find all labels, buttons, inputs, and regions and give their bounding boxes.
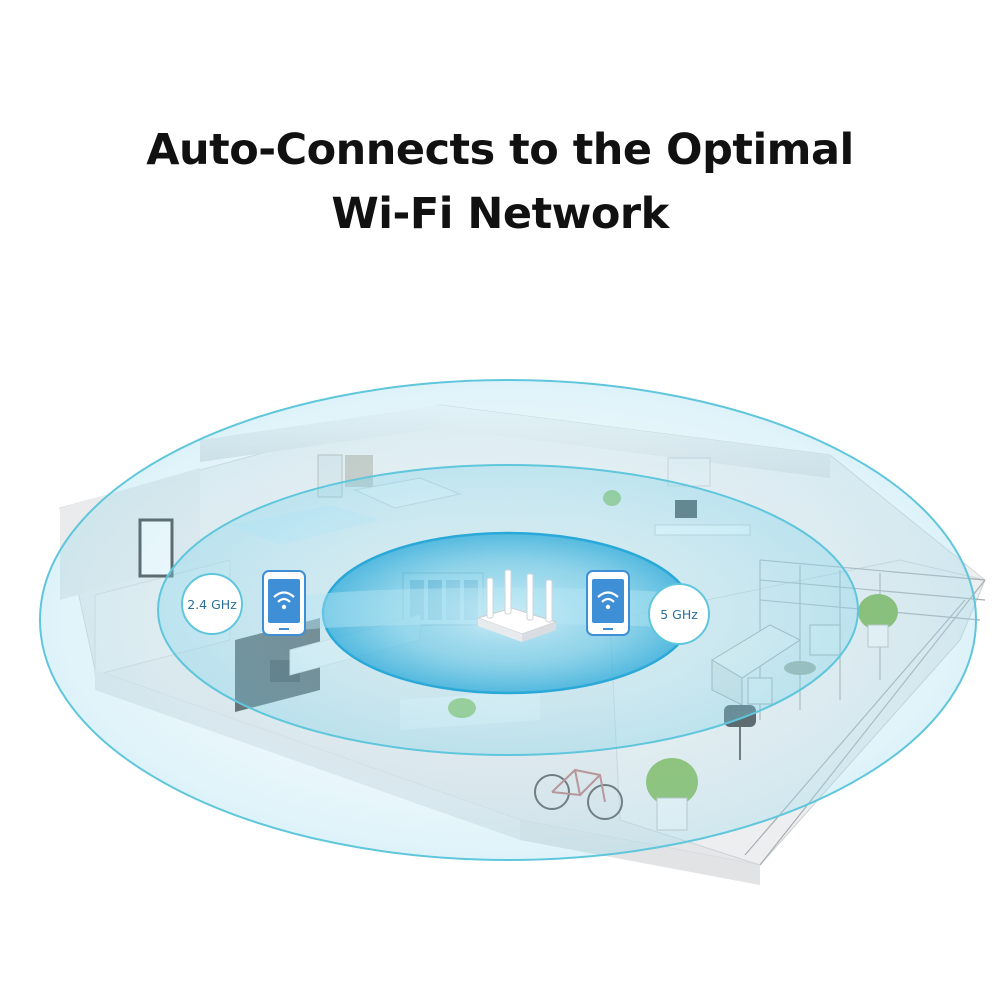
- band-label-2-4ghz: 2.4 GHz: [187, 597, 237, 612]
- headline-line-2: Wi-Fi Network: [331, 189, 669, 239]
- headline: Auto-Connects to the Optimal Wi-Fi Netwo…: [0, 118, 1000, 246]
- router-icon: [476, 569, 558, 642]
- smartphone-wifi-icon: [586, 570, 630, 636]
- band-badge-2-4ghz: 2.4 GHz: [181, 573, 243, 635]
- band-label-5ghz: 5 GHz: [660, 607, 698, 622]
- smartphone-wifi-icon: [262, 570, 306, 636]
- headline-line-1: Auto-Connects to the Optimal: [146, 125, 854, 175]
- band-badge-5ghz: 5 GHz: [648, 583, 710, 645]
